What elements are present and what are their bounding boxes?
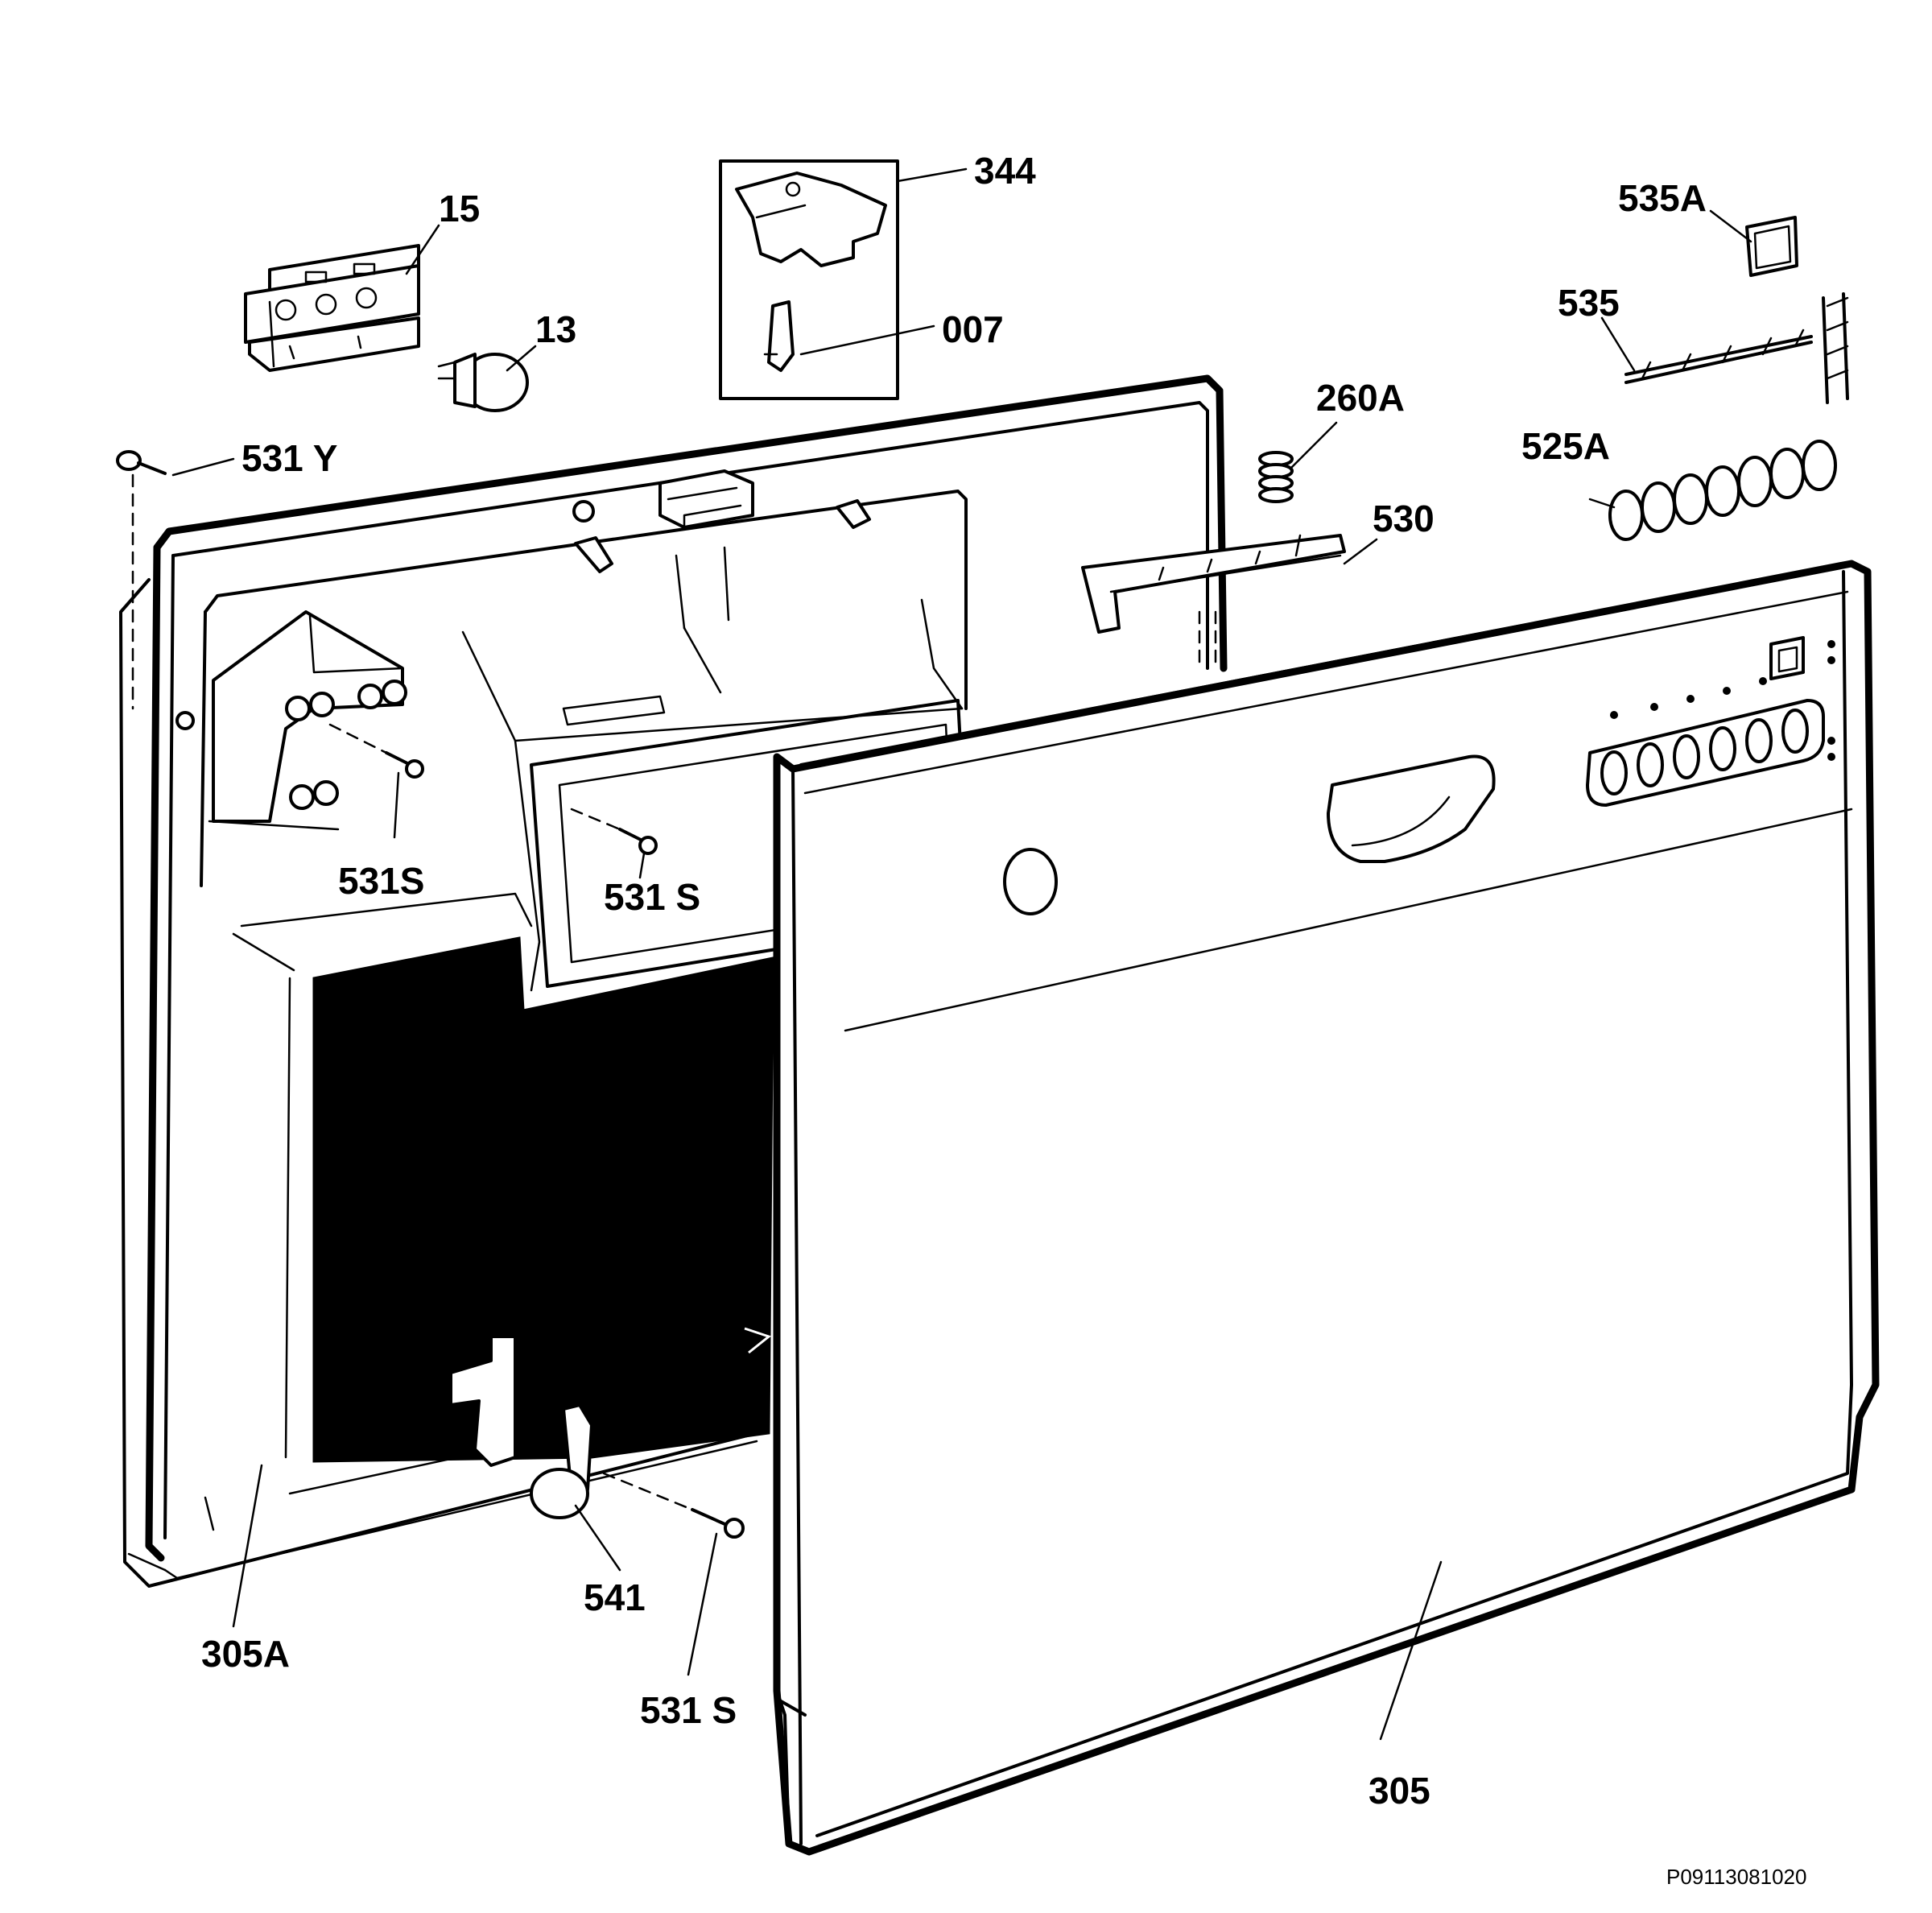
- label-530: 530: [1373, 498, 1435, 539]
- label-531s-bottom: 531 S: [640, 1689, 737, 1731]
- label-535: 535: [1558, 282, 1620, 324]
- part-531s-bottom-drawing: [602, 1472, 745, 1539]
- part-531s-left-drawing: [328, 723, 424, 779]
- label-305: 305: [1368, 1770, 1430, 1812]
- part-531s-mid-drawing: [570, 808, 658, 855]
- label-531y: 531 Y: [242, 437, 337, 479]
- label-535a: 535A: [1618, 177, 1707, 219]
- label-531s-mid: 531 S: [604, 876, 700, 918]
- label-525a: 525A: [1521, 425, 1610, 467]
- inner-door-panel: [119, 374, 1228, 1588]
- part-535-drawing: [1624, 292, 1849, 404]
- label-15: 15: [439, 188, 480, 229]
- label-260a: 260A: [1316, 377, 1405, 419]
- label-305a: 305A: [201, 1633, 290, 1675]
- drawing-code: P09113081020: [1666, 1865, 1806, 1889]
- part-13-drawing: [437, 353, 529, 412]
- outer-door-panel: [773, 560, 1880, 1856]
- label-13: 13: [535, 308, 576, 350]
- label-344: 344: [974, 150, 1036, 192]
- label-007: 007: [942, 308, 1004, 350]
- part-531y-drawing: [116, 450, 167, 710]
- part-15-drawing: [244, 244, 420, 372]
- label-541: 541: [584, 1576, 646, 1618]
- part-525a-drawing: [1608, 440, 1837, 541]
- part-260a-drawing: [1258, 451, 1294, 503]
- label-531s-left: 531S: [338, 860, 424, 902]
- part-530-drawing: [1081, 534, 1346, 634]
- part-535a-drawing: [1745, 216, 1798, 277]
- leader-lines: [171, 167, 1752, 1741]
- part-344-box: [719, 159, 899, 400]
- window-cavity: [312, 936, 774, 1463]
